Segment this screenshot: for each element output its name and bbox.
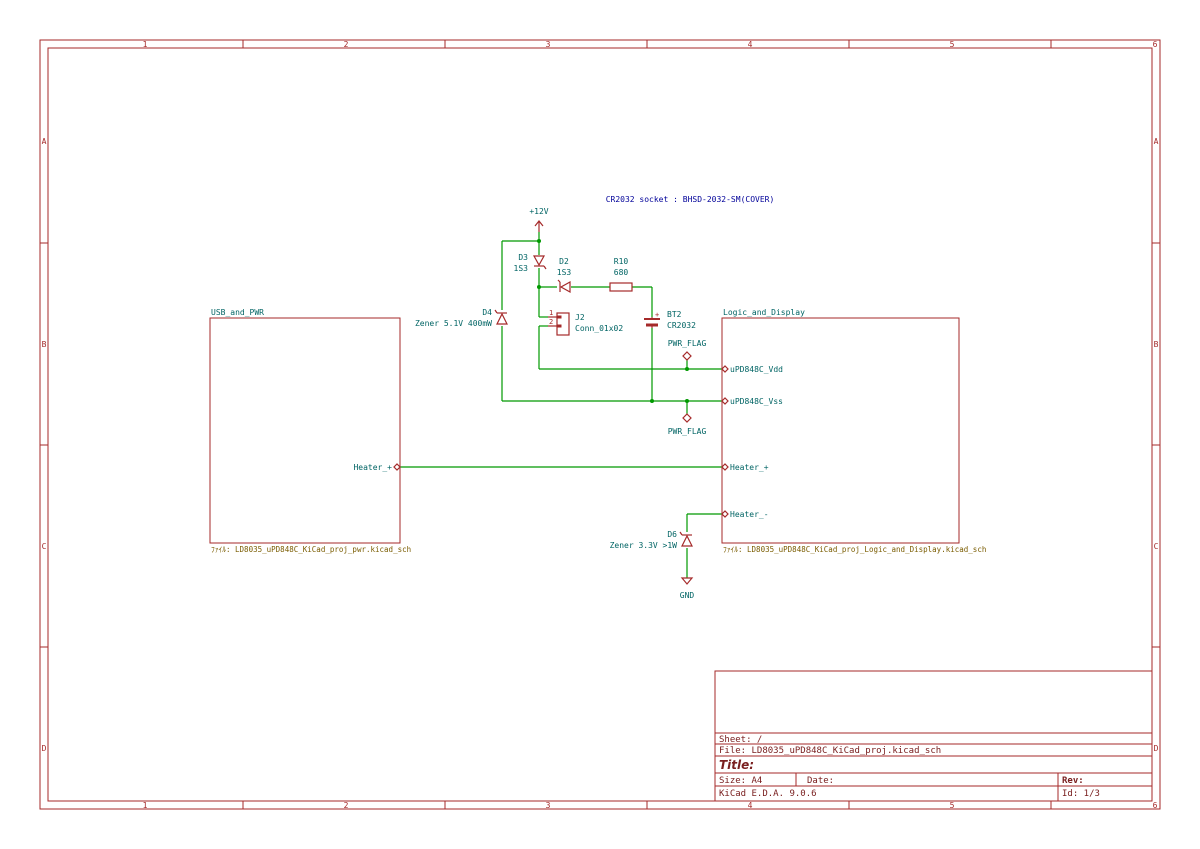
- r10-ref: R10: [614, 257, 629, 266]
- pwr-flag-top[interactable]: PWR_FLAG: [668, 339, 707, 361]
- row-label-d-right: D: [1154, 744, 1159, 753]
- junction: [685, 367, 689, 371]
- row-label-c-right: C: [1154, 542, 1159, 551]
- zener-d6[interactable]: D6 Zener 3.3V >1W: [610, 530, 693, 550]
- zener-d4[interactable]: D4 Zener 5.1V 400mW: [415, 308, 508, 328]
- usb-pin-heater-plus: Heater_+: [353, 463, 392, 472]
- logic-sheet-file: ﾌｧｲﾙ: LD8035_uPD848C_KiCad_proj_Logic_an…: [723, 545, 986, 554]
- row-label-d: D: [42, 744, 47, 753]
- d3-value: 1S3: [514, 264, 529, 273]
- tb-size: Size: A4: [719, 776, 762, 786]
- col-label-5-bottom: 5: [950, 801, 955, 810]
- gnd-label: GND: [680, 591, 695, 600]
- logic-pin-vdd: uPD848C_Vdd: [730, 365, 783, 374]
- col-label-3-bottom: 3: [546, 801, 551, 810]
- tb-rev: Rev:: [1062, 776, 1084, 786]
- d6-ref: D6: [667, 530, 677, 539]
- col-label-1-bottom: 1: [143, 801, 148, 810]
- outer-frame: [39, 39, 1161, 810]
- connector-j2[interactable]: 1 2 J2 Conn_01x02: [548, 309, 623, 336]
- bt2-plus: +: [655, 311, 659, 319]
- j2-pin2: 2: [549, 318, 553, 326]
- row-label-b: B: [42, 340, 47, 349]
- resistor-r10[interactable]: R10 680: [609, 257, 633, 292]
- tb-title: Title:: [719, 758, 754, 772]
- socket-note: CR2032 socket : BHSD-2032-SM(COVER): [606, 195, 775, 204]
- tb-file: File: LD8035_uPD848C_KiCad_proj.kicad_sc…: [719, 746, 941, 756]
- tb-sheet: Sheet: /: [719, 735, 762, 745]
- row-label-a-right: A: [1154, 137, 1159, 146]
- tb-id: Id: 1/3: [1062, 789, 1100, 799]
- bt2-ref: BT2: [667, 310, 682, 319]
- wires: [400, 232, 722, 578]
- pwr-flag-bottom[interactable]: PWR_FLAG: [668, 413, 707, 436]
- col-label-3: 3: [546, 40, 551, 49]
- col-label-6: 6: [1153, 40, 1158, 49]
- column-dividers: [40, 40, 1160, 809]
- d3-ref: D3: [518, 253, 528, 262]
- col-label-5: 5: [950, 40, 955, 49]
- junction: [685, 399, 689, 403]
- d2-ref: D2: [559, 257, 569, 266]
- junction: [537, 285, 541, 289]
- title-block: Sheet: / File: LD8035_uPD848C_KiCad_proj…: [714, 670, 1153, 802]
- battery-bt2[interactable]: + BT2 CR2032: [644, 310, 696, 330]
- pwr-flag-bottom-label: PWR_FLAG: [668, 427, 707, 436]
- j2-value: Conn_01x02: [575, 324, 623, 333]
- usb-sheet-file: ﾌｧｲﾙ: LD8035_uPD848C_KiCad_proj_pwr.kica…: [211, 545, 411, 554]
- diode-d2[interactable]: D2 1S3: [557, 257, 572, 294]
- col-label-4: 4: [748, 40, 753, 49]
- j2-pin1: 1: [549, 309, 553, 317]
- sheet-usb-and-pwr[interactable]: USB_and_PWR ﾌｧｲﾙ: LD8035_uPD848C_KiCad_p…: [209, 308, 411, 554]
- plus12v-label: +12V: [529, 207, 548, 216]
- junction: [650, 399, 654, 403]
- col-label-2-bottom: 2: [344, 801, 349, 810]
- r10-value: 680: [614, 268, 629, 277]
- junction: [537, 239, 541, 243]
- diode-d3[interactable]: D3 1S3: [514, 253, 547, 273]
- row-label-a: A: [42, 137, 47, 146]
- tb-date: Date:: [807, 776, 834, 786]
- tb-tool: KiCad E.D.A. 9.0.6: [719, 789, 817, 799]
- col-label-2: 2: [344, 40, 349, 49]
- col-label-1: 1: [143, 40, 148, 49]
- row-label-c: C: [42, 542, 47, 551]
- row-label-b-right: B: [1154, 340, 1159, 349]
- logic-pin-vss: uPD848C_Vss: [730, 397, 783, 406]
- d4-value: Zener 5.1V 400mW: [415, 319, 492, 328]
- d4-ref: D4: [482, 308, 492, 317]
- col-label-6-bottom: 6: [1153, 801, 1158, 810]
- bt2-value: CR2032: [667, 321, 696, 330]
- j2-ref: J2: [575, 313, 585, 322]
- usb-sheet-name: USB_and_PWR: [211, 308, 264, 317]
- d6-value: Zener 3.3V >1W: [610, 541, 678, 550]
- inner-frame: [47, 47, 1153, 802]
- gnd-symbol[interactable]: GND: [680, 577, 695, 600]
- plus12v-symbol[interactable]: +12V: [529, 207, 549, 232]
- logic-sheet-name: Logic_and_Display: [723, 308, 805, 317]
- pwr-flag-top-label: PWR_FLAG: [668, 339, 707, 348]
- sheet-logic-and-display[interactable]: Logic_and_Display ﾌｧｲﾙ: LD8035_uPD848C_K…: [721, 308, 986, 554]
- d2-value: 1S3: [557, 268, 572, 277]
- col-label-4-bottom: 4: [748, 801, 753, 810]
- logic-pin-heater-plus: Heater_+: [730, 463, 769, 472]
- logic-pin-heater-minus: Heater_-: [730, 510, 769, 519]
